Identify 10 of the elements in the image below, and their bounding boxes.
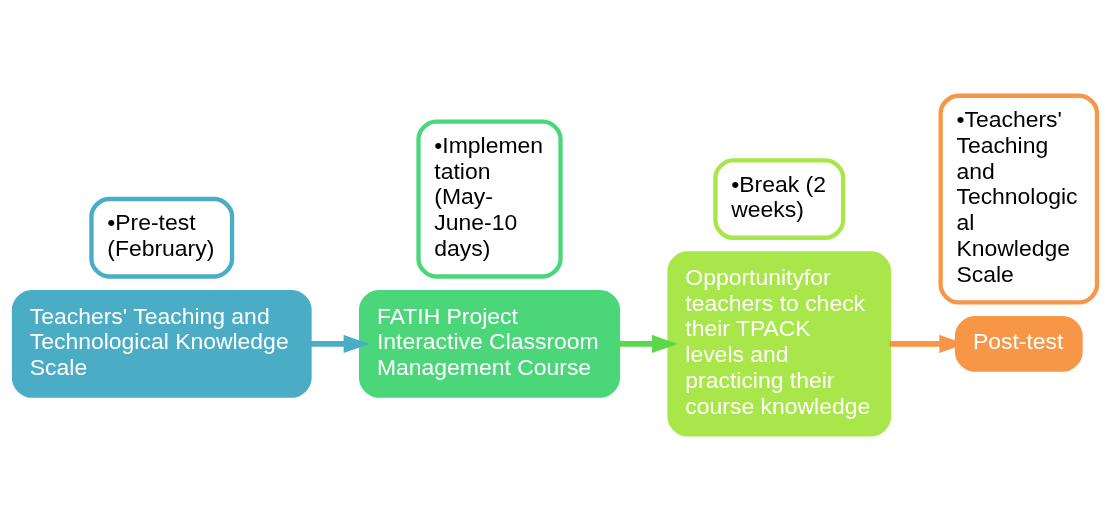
node-box: •Break (2 weeks) [713, 158, 846, 240]
node-box: FATIH Project Interactive Classroom Management Course [359, 290, 621, 398]
node-box: •Implemen tation (May- June-10 days) [416, 119, 563, 279]
node-box: •Teachers' Teaching and Technologic al Knowledge Scale [938, 93, 1100, 305]
node-box: Teachers' Teaching and Technological Knowledge Scale [11, 290, 312, 398]
node-box: •Pre-test (February) [89, 196, 235, 279]
node-box: Post-test [955, 315, 1083, 372]
arrow [309, 334, 370, 353]
arrow [618, 334, 678, 353]
node-box: Opportunityfor teachers to check their TPACK levels and practicing their course knowledge [667, 251, 892, 437]
